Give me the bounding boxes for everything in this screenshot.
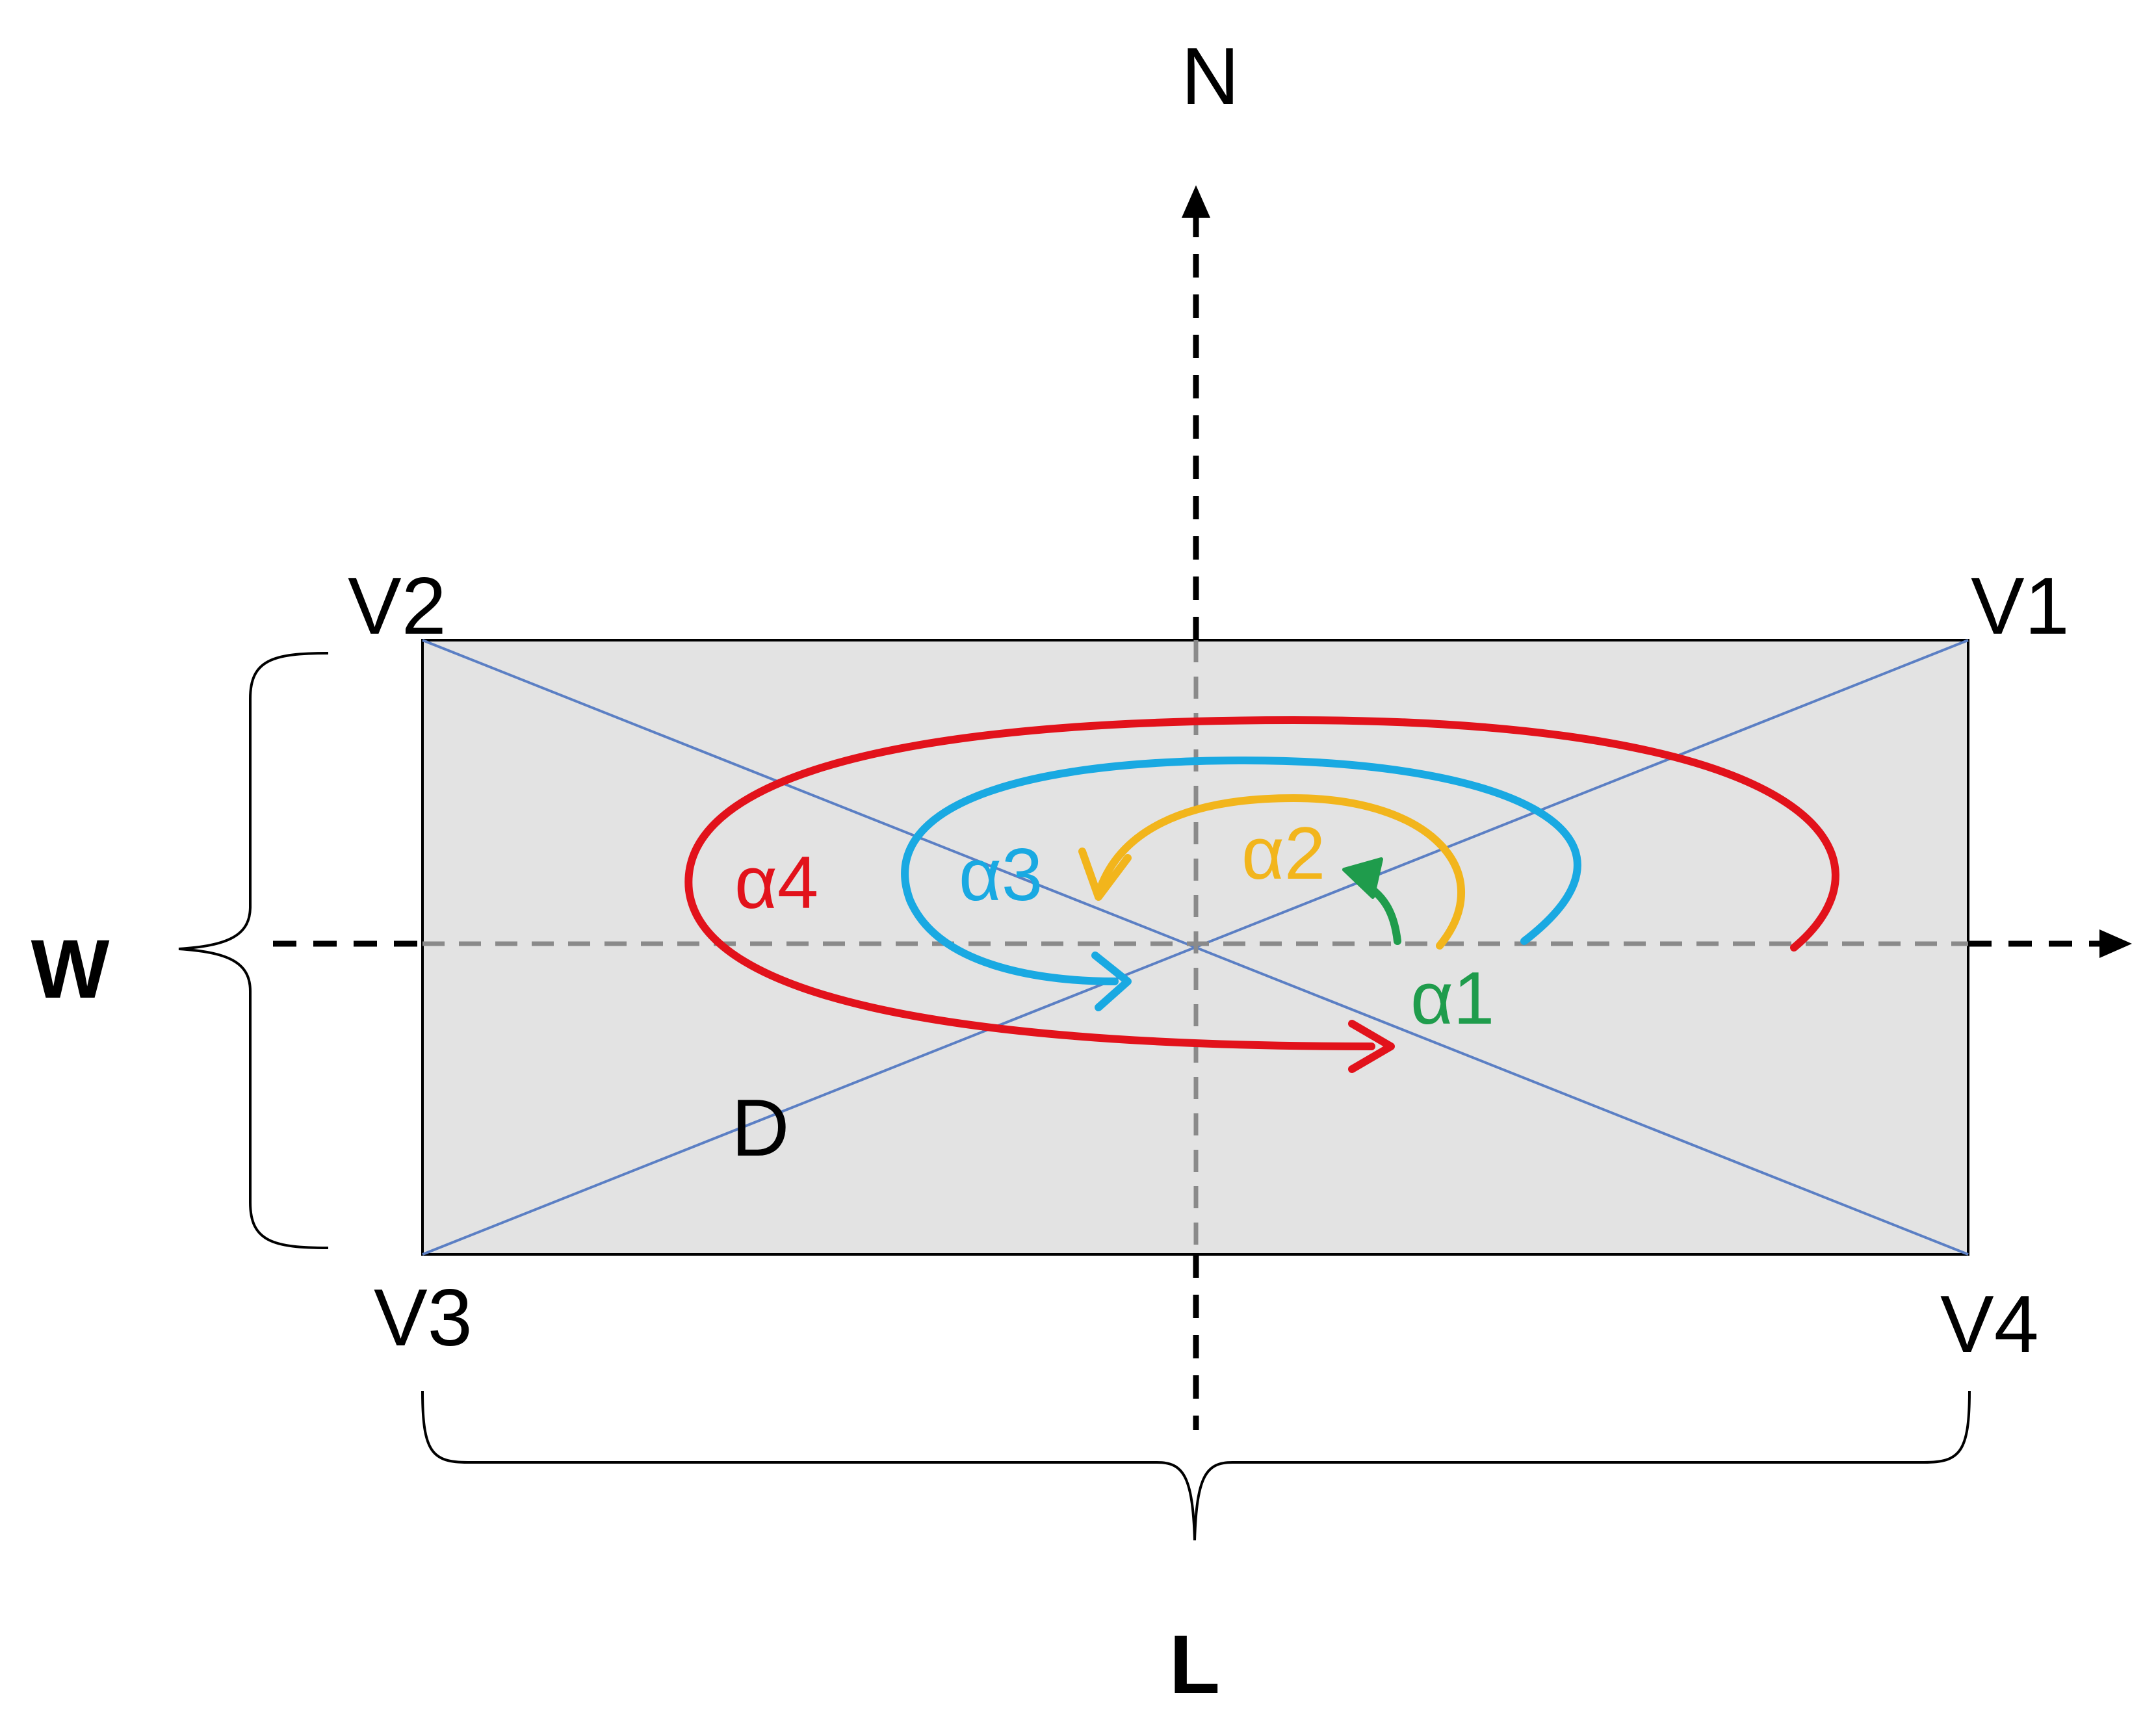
length-label: L: [1169, 1618, 1220, 1711]
alpha4-label: α4: [734, 842, 818, 924]
alpha3-arrow-head: [1091, 952, 1132, 1011]
alpha2-label: α2: [1241, 812, 1325, 895]
alpha2-arrow-head: [1078, 848, 1132, 901]
vertex-v1-label: V1: [1971, 562, 2070, 651]
alpha3-arc: [901, 756, 1581, 985]
alpha1-arrow-head: [1342, 857, 1383, 899]
width-brace: [178, 652, 329, 1249]
alpha4-arc: [684, 716, 1839, 1050]
north-label: N: [1181, 32, 1240, 122]
vertex-v3-label: V3: [374, 1273, 473, 1363]
vertex-v4-label: V4: [1940, 1280, 2039, 1369]
alpha1-label: α1: [1410, 957, 1494, 1040]
length-brace: [421, 1390, 1971, 1541]
north-arrow-head: [1182, 185, 1210, 218]
alpha2-arc: [1095, 794, 1465, 950]
width-label: W: [31, 923, 110, 1016]
alpha3-label: α3: [959, 834, 1043, 916]
vertex-v2-label: V2: [348, 562, 447, 651]
east-arrow-head: [2099, 929, 2132, 958]
diagonal-label: D: [731, 1083, 790, 1173]
alpha4-arrow-head: [1348, 1020, 1395, 1073]
